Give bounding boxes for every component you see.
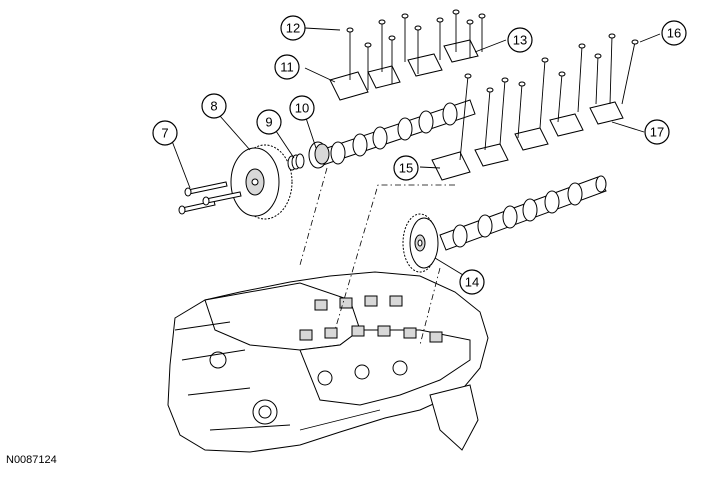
callout-9-label: 9 xyxy=(265,115,272,130)
callout-14-label: 14 xyxy=(465,275,479,290)
callout-11-label: 11 xyxy=(280,60,294,75)
callout-13-label: 13 xyxy=(513,33,527,48)
callout-15-label: 15 xyxy=(399,161,413,176)
figure-id: N0087124 xyxy=(6,454,57,466)
upper-camshaft xyxy=(314,99,476,167)
spacer xyxy=(308,141,330,169)
callout-7-label: 7 xyxy=(161,126,168,141)
callout-leaders xyxy=(171,27,661,279)
cylinder-head xyxy=(167,271,489,453)
upper-cap-bolts xyxy=(346,9,486,90)
callout-12: 12 xyxy=(280,15,306,41)
upper-bearing-caps xyxy=(329,39,479,101)
callout-12-label: 12 xyxy=(286,21,300,36)
lower-camshaft-sprocket xyxy=(402,213,439,273)
vct-bolts xyxy=(178,181,242,215)
lower-cap-bolts xyxy=(459,33,639,161)
callout-17-label: 17 xyxy=(650,125,664,140)
callout-16-label: 16 xyxy=(667,26,681,41)
callout-16: 16 xyxy=(661,20,687,46)
spring-washer xyxy=(287,153,305,171)
callout-17: 17 xyxy=(644,119,670,145)
vct-unit xyxy=(230,144,293,220)
callout-14: 14 xyxy=(459,269,485,295)
callout-15: 15 xyxy=(393,155,419,181)
callout-8-label: 8 xyxy=(210,99,217,114)
callout-7: 7 xyxy=(152,120,178,146)
callout-8: 8 xyxy=(201,93,227,119)
alignment-lines xyxy=(299,167,455,346)
callout-13: 13 xyxy=(507,27,533,53)
lower-camshaft xyxy=(439,175,607,251)
callout-9: 9 xyxy=(256,109,282,135)
callout-10-label: 10 xyxy=(295,101,309,116)
callout-10: 10 xyxy=(289,95,315,121)
callout-11: 11 xyxy=(274,54,300,80)
